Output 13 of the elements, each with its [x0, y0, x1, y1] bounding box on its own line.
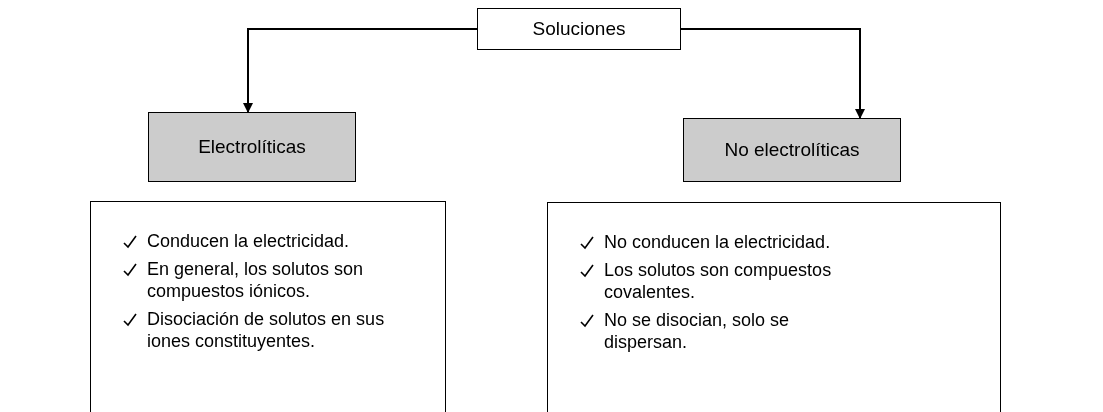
title-box: Soluciones	[477, 8, 681, 50]
list-item: Disociación de solutos en sus iones constituyentes.	[147, 308, 386, 352]
list-panel	[547, 202, 1001, 412]
arrow	[680, 28, 865, 119]
category-box: Electrolíticas	[148, 112, 356, 182]
list-item: No se disocian, solo se dispersan.	[604, 309, 791, 353]
list-item: En general, los solutos son compuestos iónicos.	[147, 258, 365, 302]
category-box: No electrolíticas	[683, 118, 901, 182]
list-item: Conducen la electricidad.	[147, 230, 350, 252]
list-item: Los solutos son compuestos covalentes.	[604, 259, 833, 303]
arrow	[243, 28, 478, 113]
list-item: No conducen la electricidad.	[604, 231, 831, 253]
list-panel	[90, 201, 446, 412]
